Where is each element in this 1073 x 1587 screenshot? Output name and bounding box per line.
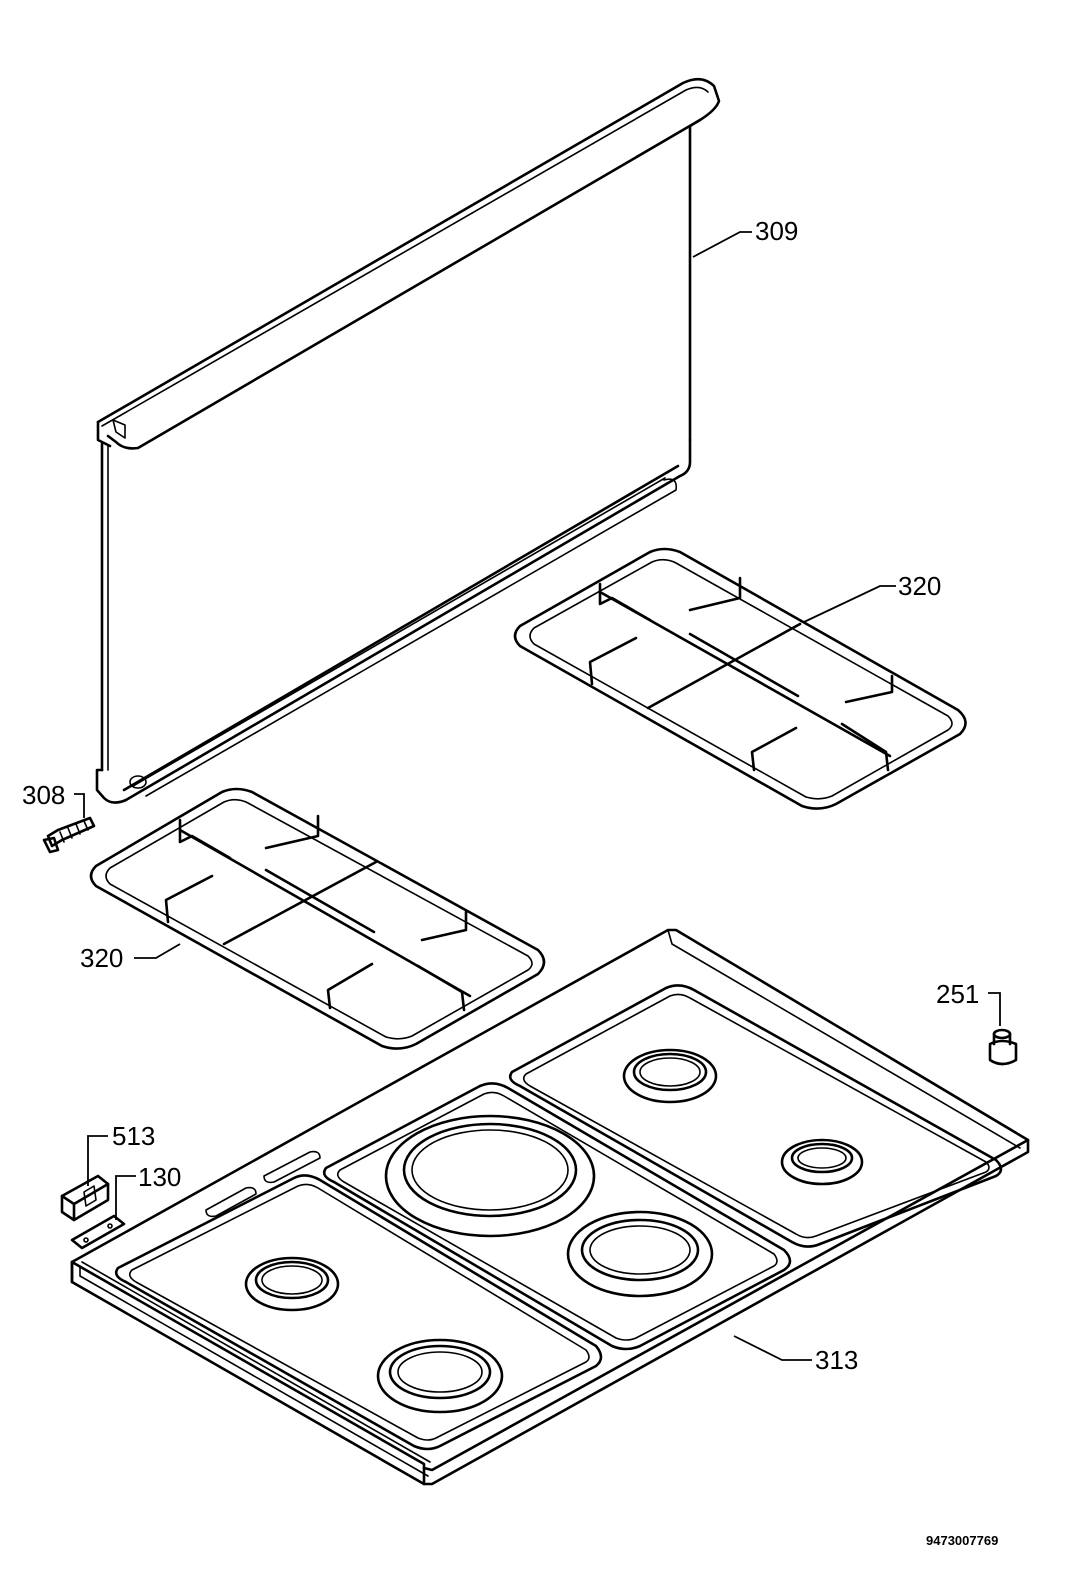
callout-130: 130 (115, 1162, 181, 1220)
label-313: 313 (815, 1345, 858, 1375)
label-320-right: 320 (898, 571, 941, 601)
label-308: 308 (22, 780, 65, 810)
label-513: 513 (112, 1121, 155, 1151)
hinge-part (42, 816, 96, 854)
callout-251: 251 (936, 979, 1001, 1026)
label-251: 251 (936, 979, 979, 1009)
hob-top-part (70, 928, 1030, 1486)
pan-support-left-part (89, 787, 546, 1050)
callout-320-right: 320 (803, 571, 941, 623)
callout-313: 313 (733, 1335, 858, 1375)
glass-lid-part (95, 77, 721, 804)
label-320-left: 320 (80, 943, 123, 973)
callout-320-left: 320 (80, 943, 181, 973)
knob-part (988, 1028, 1018, 1066)
label-130: 130 (138, 1162, 181, 1192)
callout-308: 308 (22, 780, 85, 818)
label-309: 309 (755, 216, 798, 246)
pan-support-right-part (513, 547, 967, 810)
callout-513: 513 (87, 1121, 155, 1186)
callout-309: 309 (692, 216, 798, 258)
plate-part (70, 1214, 126, 1250)
bracket-part (60, 1174, 110, 1222)
drawing-code: 9473007769 (926, 1533, 998, 1548)
